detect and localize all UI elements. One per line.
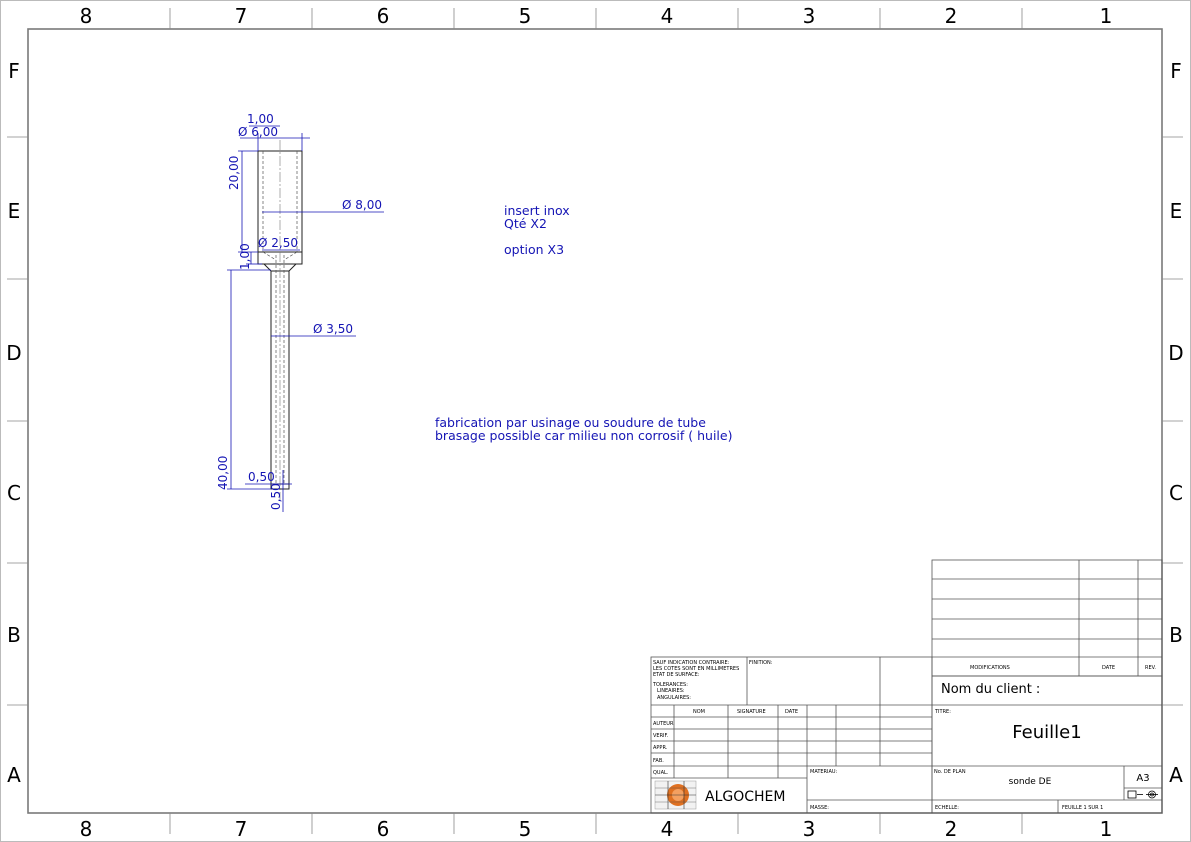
zone-col-label: 4 xyxy=(661,817,674,841)
zone-row-label: A xyxy=(1169,763,1183,787)
title-block xyxy=(650,559,1163,814)
zone-col-label: 5 xyxy=(519,4,532,28)
tb-role: VERIF. xyxy=(653,733,669,739)
tb-general-note: LES COTES SONT EN MILLIMETRES xyxy=(653,666,739,672)
dim-tip-width: 0,50 xyxy=(248,470,275,484)
note-option: option X3 xyxy=(504,242,564,257)
zone-col-label: 3 xyxy=(803,817,816,841)
tb-plan-no: sonde DE xyxy=(1009,777,1052,787)
tb-general-note: TOLERANCES: xyxy=(652,682,688,688)
zone-row-label: D xyxy=(6,341,21,365)
zone-col-label: 7 xyxy=(235,817,248,841)
tb-role: QUAL. xyxy=(653,770,669,776)
tb-echelle-label: ECHELLE: xyxy=(935,805,959,811)
tb-date-label: DATE xyxy=(1102,665,1115,671)
zone-row-label: C xyxy=(7,481,21,505)
zone-row-label: A xyxy=(7,763,21,787)
zone-col-label: 5 xyxy=(519,817,532,841)
tb-format: A3 xyxy=(1136,773,1149,784)
note-fabrication-2: brasage possible car milieu non corrosif… xyxy=(435,428,732,443)
note-insert: insert inox xyxy=(504,203,570,218)
tb-modifications-label: MODIFICATIONS xyxy=(970,665,1010,671)
tb-general-note: ETAT DE SURFACE: xyxy=(653,672,700,678)
tb-rev-label: REV. xyxy=(1145,665,1156,671)
dim-outer-diameter: Ø 8,00 xyxy=(342,198,382,212)
tb-general-note: SAUF INDICATION CONTRAIRE: xyxy=(653,660,730,666)
zone-row-label: F xyxy=(8,59,20,83)
tb-sheet: FEUILLE 1 SUR 1 xyxy=(1062,805,1103,811)
note-quantity: Qté X2 xyxy=(504,216,547,231)
zone-row-label: B xyxy=(7,623,21,647)
tb-title: Feuille1 xyxy=(1012,722,1081,743)
zone-row-label: E xyxy=(8,199,21,223)
tb-general-note: LINEAIRES: xyxy=(657,688,685,694)
hidden-cone-right xyxy=(283,251,298,261)
zone-row-label: E xyxy=(1170,199,1183,223)
tb-general-note: ANGULAIRES: xyxy=(657,695,691,701)
tb-date-header: DATE xyxy=(785,709,798,715)
zone-row-label: C xyxy=(1169,481,1183,505)
dim-top-width: 1,00 xyxy=(247,112,274,126)
zone-col-label: 7 xyxy=(235,4,248,28)
zone-col-label: 2 xyxy=(945,4,958,28)
hidden-cone-left xyxy=(262,251,277,261)
zone-col-label: 3 xyxy=(803,4,816,28)
zone-col-label: 4 xyxy=(661,4,674,28)
zone-col-label: 6 xyxy=(377,4,390,28)
projection-symbol-icon xyxy=(1127,790,1158,799)
zone-row-label: F xyxy=(1170,59,1182,83)
tb-masse-label: MASSE: xyxy=(810,805,829,811)
dim-tip-height: 0,50 xyxy=(269,483,283,510)
part-geometry xyxy=(257,140,303,500)
dim-bore-diameter: Ø 2,50 xyxy=(258,236,298,250)
zone-col-label: 8 xyxy=(80,817,93,841)
zone-col-label: 8 xyxy=(80,4,93,28)
zone-col-label: 1 xyxy=(1100,4,1113,28)
tb-titre-label: TITRE: xyxy=(934,709,951,715)
tb-role: AUTEUR xyxy=(653,721,674,727)
tb-finition-label: FINITION: xyxy=(749,660,773,666)
tb-role: FAB. xyxy=(653,758,664,764)
zone-row-label: B xyxy=(1169,623,1183,647)
tb-role: APPR. xyxy=(653,745,668,751)
algochem-logo-icon xyxy=(654,780,697,810)
zone-col-label: 1 xyxy=(1100,817,1113,841)
zone-ticks xyxy=(7,8,1183,834)
dim-tube-diameter: Ø 3,50 xyxy=(313,322,353,336)
dim-length-20: 20,00 xyxy=(227,156,241,190)
note-fabrication-1: fabrication par usinage ou soudure de tu… xyxy=(435,415,706,430)
dim-length-40: 40,00 xyxy=(216,456,230,490)
tb-plan-no-label: No. DE PLAN xyxy=(934,769,966,775)
zone-col-label: 2 xyxy=(945,817,958,841)
dimension-lines xyxy=(227,125,384,512)
zone-col-label: 6 xyxy=(377,817,390,841)
tb-signature-header: SIGNATURE xyxy=(737,709,766,715)
zone-row-label: D xyxy=(1168,341,1183,365)
dim-step: 1,00 xyxy=(238,243,252,270)
dim-top-diameter: Ø 6,00 xyxy=(238,125,278,139)
tb-client-label: Nom du client : xyxy=(941,682,1040,697)
tb-company: ALGOCHEM xyxy=(705,789,785,805)
tb-nom-header: NOM xyxy=(693,709,705,715)
tb-materiau-label: MATERIAU: xyxy=(810,769,838,775)
